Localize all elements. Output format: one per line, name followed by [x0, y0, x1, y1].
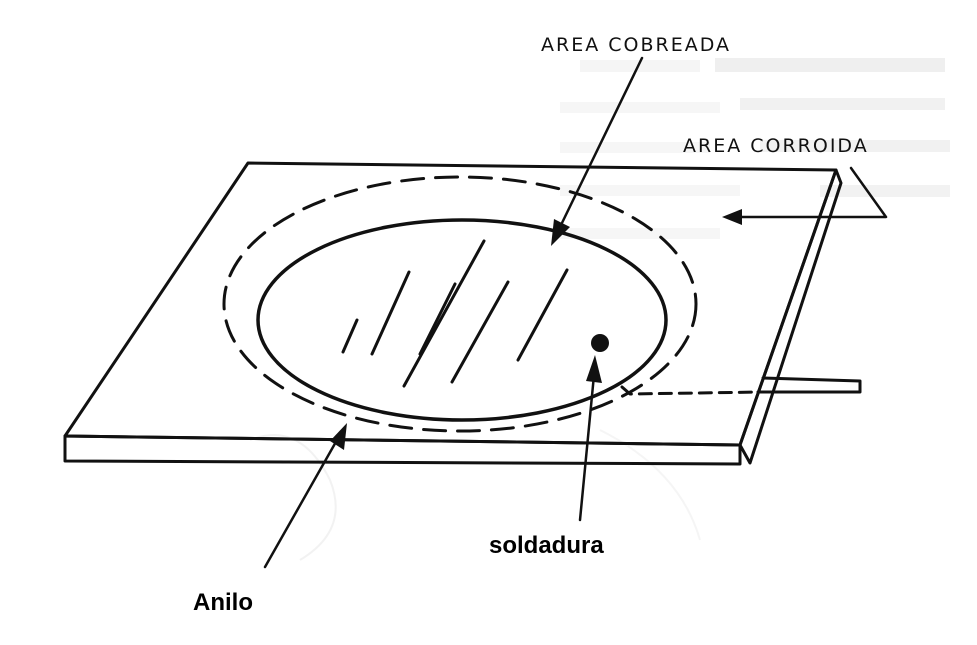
- copper-area-hatching: [341, 239, 569, 388]
- label-anilo: Anilo: [193, 589, 253, 616]
- solder-dot: [591, 334, 609, 352]
- label-soldadura: soldadura: [489, 532, 604, 559]
- wire-lead: [756, 376, 862, 394]
- hidden-wire-dashed: [620, 385, 764, 396]
- label-area-corroida: AREA CORROIDA: [683, 135, 869, 157]
- copper-area-outline: [256, 218, 668, 422]
- corroded-ring-dashed: [222, 175, 698, 433]
- arrow-anilo: [263, 423, 347, 569]
- bleed-through-background: [249, 58, 950, 561]
- arrow-area-cobreada: [551, 56, 644, 246]
- board-front-edge: [63, 434, 742, 466]
- label-area-cobreada: AREA COBREADA: [541, 34, 731, 56]
- arrow-area-corroida: [722, 166, 888, 225]
- board-right-edge: [738, 168, 843, 465]
- arrow-soldadura: [578, 355, 602, 522]
